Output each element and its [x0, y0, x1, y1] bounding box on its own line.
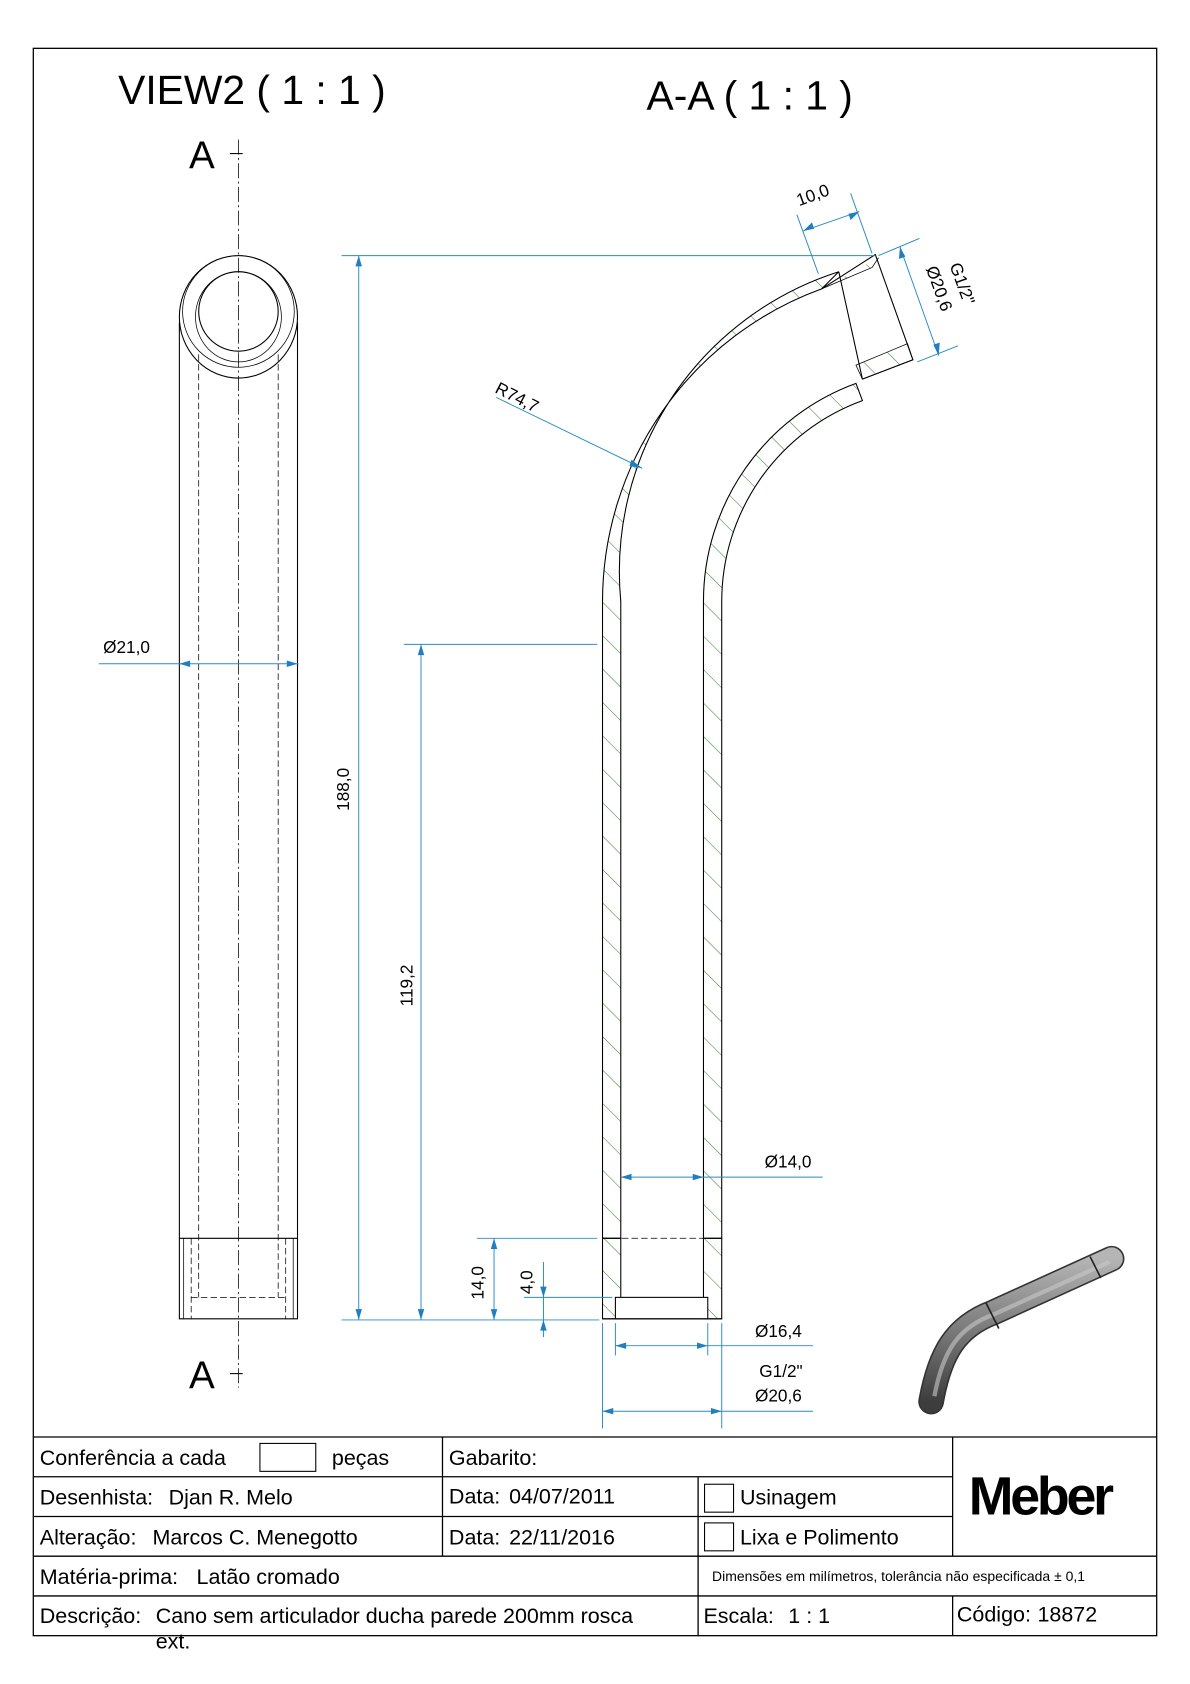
dim-label: 10,0	[794, 180, 832, 210]
data1-label: Data:	[449, 1485, 500, 1509]
isometric-preview	[918, 1245, 1125, 1415]
dim-label: 4,0	[517, 1270, 537, 1294]
conferencia-quantity-field[interactable]	[259, 1442, 317, 1472]
descricao-value-line1: Cano sem articulador ducha parede 200mm …	[156, 1604, 633, 1628]
alteracao-value: Marcos C. Menegotto	[153, 1525, 358, 1549]
dim-bottom-thread-diameter: G1/2" Ø20,6	[602, 1323, 814, 1429]
tolerance-note: Dimensões em milímetros, tolerância não …	[712, 1568, 1085, 1584]
dim-total-height: 188,0	[333, 255, 876, 1321]
dim-bore-diameter: Ø14,0	[620, 1151, 823, 1181]
view2-title: VIEW2 ( 1 : 1 )	[118, 67, 386, 113]
data2-label: Data:	[449, 1525, 500, 1549]
codigo-label: Código:	[957, 1603, 1031, 1627]
materia-label: Matéria-prima:	[40, 1565, 178, 1589]
section-title: A-A ( 1 : 1 )	[647, 73, 853, 119]
dim-outer-diameter: Ø21,0	[98, 637, 299, 667]
dim-top-thread-length: 10,0	[794, 180, 873, 275]
dim-label: Ø14,0	[765, 1151, 812, 1171]
data2-value: 22/11/2016	[509, 1525, 615, 1549]
drawing-frame	[32, 47, 1158, 1637]
lixa-label: Lixa e Polimento	[740, 1525, 899, 1549]
dim-label: 119,2	[396, 965, 416, 1007]
conferencia-unit: peças	[332, 1446, 389, 1470]
usinagem-label: Usinagem	[740, 1486, 837, 1510]
title-block: Conferência a cada peças Gabarito: Desen…	[33, 1436, 1157, 1654]
dim-label: Ø21,0	[103, 637, 150, 657]
meber-logo: Meber	[969, 1466, 1114, 1526]
descricao-value-line2: ext.	[156, 1630, 191, 1654]
dim-top-thread-diameter: G1/2" Ø20,6	[878, 237, 979, 363]
dim-label: R74,7	[492, 378, 542, 417]
escala-value: 1 : 1	[788, 1604, 830, 1628]
dim-label: G1/2"	[759, 1361, 802, 1381]
dim-label: Ø20,6	[755, 1386, 802, 1406]
dim-chamfer: 4,0	[517, 1261, 613, 1338]
codigo-value: 18872	[1037, 1603, 1097, 1627]
dim-label: 14,0	[467, 1266, 487, 1299]
alteracao-label: Alteração:	[40, 1525, 137, 1549]
section-tube	[601, 253, 914, 1320]
dim-straight-length: 119,2	[396, 643, 598, 1320]
dim-thread-length: 14,0	[467, 1237, 598, 1320]
gabarito-label: Gabarito:	[449, 1446, 537, 1470]
dim-label: 188,0	[333, 768, 353, 811]
descricao-label: Descrição:	[40, 1604, 141, 1628]
view2-tube	[178, 139, 299, 1388]
usinagem-checkbox[interactable]	[704, 1483, 735, 1513]
section-marker-bottom: A	[189, 1355, 215, 1398]
desenhista-label: Desenhista:	[40, 1486, 153, 1510]
lixa-checkbox[interactable]	[704, 1522, 735, 1552]
conferencia-label: Conferência a cada	[40, 1446, 226, 1470]
dim-bend-radius: R74,7	[492, 378, 643, 469]
section-marker-top: A	[189, 135, 215, 178]
dim-bottom-inner-diameter: Ø16,4	[614, 1321, 814, 1356]
dim-label: Ø16,4	[755, 1321, 802, 1341]
desenhista-value: Djan R. Melo	[169, 1486, 293, 1510]
escala-label: Escala:	[703, 1604, 773, 1628]
materia-value: Latão cromado	[197, 1565, 340, 1589]
data1-value: 04/07/2011	[509, 1485, 615, 1509]
